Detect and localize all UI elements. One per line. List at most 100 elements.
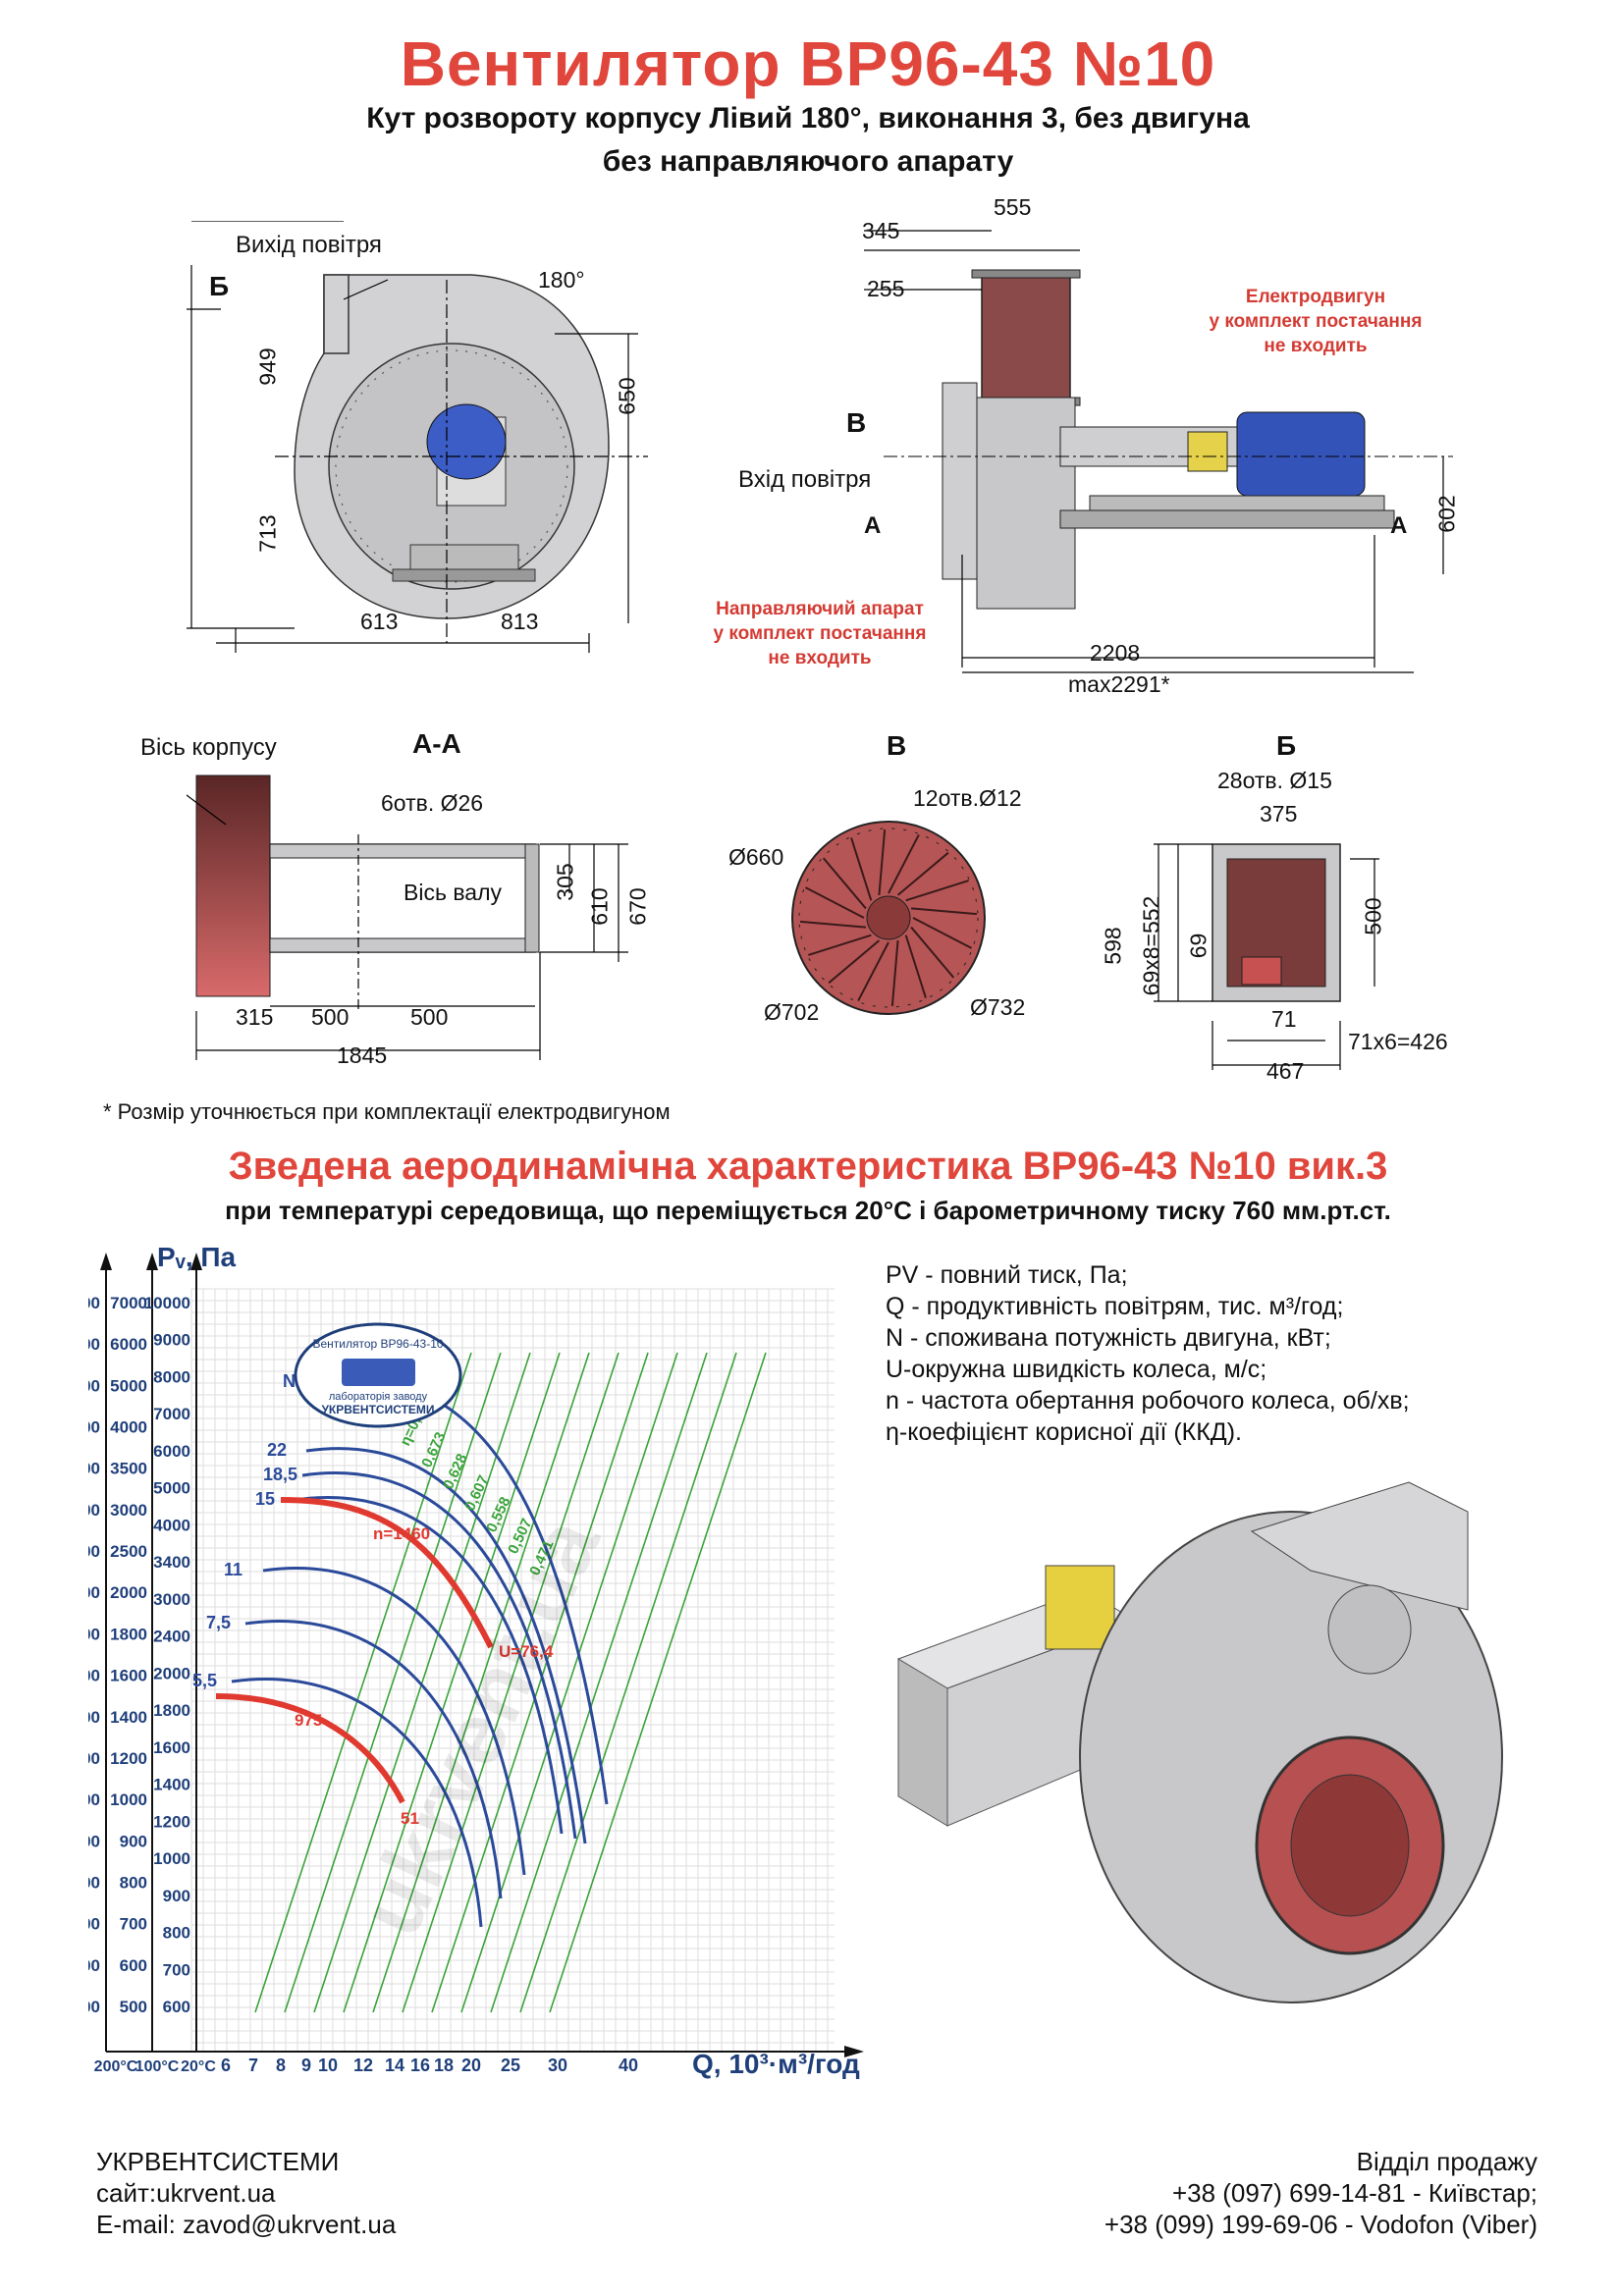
impeller-blade [890,940,899,1007]
impeller-blade [799,920,866,929]
aero-chart: 6000500040003500300025002000180016001400… [88,1253,864,2075]
page-title: Вентилятор ВР96-43 №10 [400,28,1216,99]
y-tick-label: 1600 [88,1625,100,1643]
y-tick-label: 5000 [110,1376,147,1395]
x-tick-label: 18 [434,2056,454,2075]
power-curve [231,1677,483,1928]
view-v-title: В [887,730,907,761]
power-curve [244,1620,503,1899]
y-tick-label: 1800 [110,1625,147,1643]
power-label: 15 [255,1489,275,1509]
y-tick-label: 2500 [88,1501,100,1520]
y-tick-label: 600 [120,1956,147,1975]
temp-label: 100°С [135,2058,180,2075]
footer-left: УКРВЕНТСИСТЕМИ сайт:ukrvent.ua E-mail: z… [96,2146,396,2240]
rpm-label: 975 [295,1711,322,1730]
impeller-blade [822,857,867,910]
y-tick-label: 1000 [88,1749,100,1768]
impeller-blade [910,926,955,979]
y-tick-label: 1600 [153,1738,190,1757]
dim-598: 598 [1100,927,1126,965]
efficiency-label: 0,673 [418,1429,449,1469]
view-v-drawing [791,821,986,1015]
power-label: 5,5 [192,1671,217,1690]
y-tick-label: 6000 [153,1442,190,1461]
dia-660: Ø660 [728,844,784,870]
rpm-curve [215,1693,405,1804]
y-tick-label: 2000 [110,1583,147,1602]
view-b-title: Б [1276,730,1297,761]
y-tick-label: 3000 [110,1501,147,1520]
x-tick-label: 8 [276,2056,286,2075]
y-tick-label: 1800 [153,1701,190,1720]
impeller-blade [896,851,949,896]
y-axis-arrow [190,1253,202,1270]
dim-255: 255 [867,276,905,301]
y-tick-label: 900 [163,1887,190,1905]
stamp-mid: лабораторія заводу [329,1391,428,1403]
y-tick-label: 600 [163,1998,190,2016]
axis-body-label: Вісь корпусу [140,734,277,761]
section-a-mark-left: А [864,512,882,539]
air-in-label: Вхід повітря [738,466,872,493]
y-tick-label: 500 [120,1998,147,2016]
stamp-bot: УКРВЕНТСИСТЕМИ [321,1403,434,1416]
y-tick-label: 4000 [110,1418,147,1437]
y-tick-label: 4000 [153,1516,190,1534]
dim-613: 613 [360,609,399,634]
speed-label: 51 [401,1809,419,1828]
footer-email[interactable]: E-mail: zavod@ukrvent.ua [96,2210,397,2239]
power-label: 18,5 [263,1465,297,1484]
impeller-blade [808,934,872,956]
angle-180: 180° [538,267,585,293]
dim-500-b: 500 [410,1004,449,1030]
speed-label: U=76,4 [499,1642,554,1661]
legend-eta: η-коефіцієнт корисної дії (ККД). [886,1418,1242,1446]
impeller-blade [850,837,873,901]
footer-phone-2[interactable]: +38 (099) 199-69-06 - Vodofon (Viber) [1104,2210,1537,2239]
holes-12x12: 12отв.Ø12 [913,785,1022,811]
dia-732: Ø732 [970,994,1026,1020]
y-tick-label: 600 [88,1915,100,1934]
y-tick-label: 900 [120,1832,147,1850]
view-v-mark: В [846,407,867,438]
view-b-drawing [1154,843,1379,1070]
dim-555: 555 [994,194,1032,220]
power-label: 7,5 [206,1613,231,1632]
axis-shaft-label: Вісь валу [404,880,502,905]
efficiency-line [519,1352,737,2013]
footer-company: УКРВЕНТСИСТЕМИ [96,2147,340,2176]
view-b-mark: Б [209,271,230,301]
x-tick-label: 6 [221,2056,231,2075]
temp-label: 20°С [181,2058,216,2075]
x-tick-label: 25 [501,2056,520,2075]
footnote: * Розмір уточнюється при комплектації ел… [103,1099,671,1124]
y-tick-label: 5000 [88,1335,100,1354]
x-axis-arrow [844,2046,864,2057]
dim-69x8: 69х8=552 [1138,895,1164,996]
dim-71: 71 [1271,1006,1297,1032]
power-curve [301,1471,577,1840]
lab-stamp-logo: Вентилятор ВР96-43-10 лабораторія заводу… [294,1322,462,1428]
y-tick-label: 3000 [88,1460,100,1478]
dia-702: Ø702 [764,999,820,1025]
y-tick-label: 2500 [110,1542,147,1561]
impeller-blade [888,833,920,894]
y-tick-label: 700 [163,1960,190,1979]
dim-69: 69 [1185,933,1212,959]
footer-sales: Відділ продажу [1356,2147,1537,2176]
footer-site[interactable]: сайт:ukrvent.ua [96,2178,276,2208]
impeller-blade [804,886,865,919]
chart-watermark: ukrvent.ua [341,1503,619,1950]
y-tick-label: 10000 [144,1294,190,1312]
dim-813: 813 [501,609,539,634]
dim-315: 315 [236,1004,274,1030]
footer-phone-1[interactable]: +38 (097) 699-14-81 - Київстар; [1171,2178,1537,2208]
y-tick-label: 1200 [110,1749,147,1768]
y-tick-label: 2000 [153,1664,190,1682]
impeller-blade [828,939,881,985]
air-out-label: Вихід повітря [236,232,382,258]
x-tick-label: 40 [619,2056,638,2075]
fan-3d-render [896,1481,1503,2003]
dim-670: 670 [624,887,651,926]
